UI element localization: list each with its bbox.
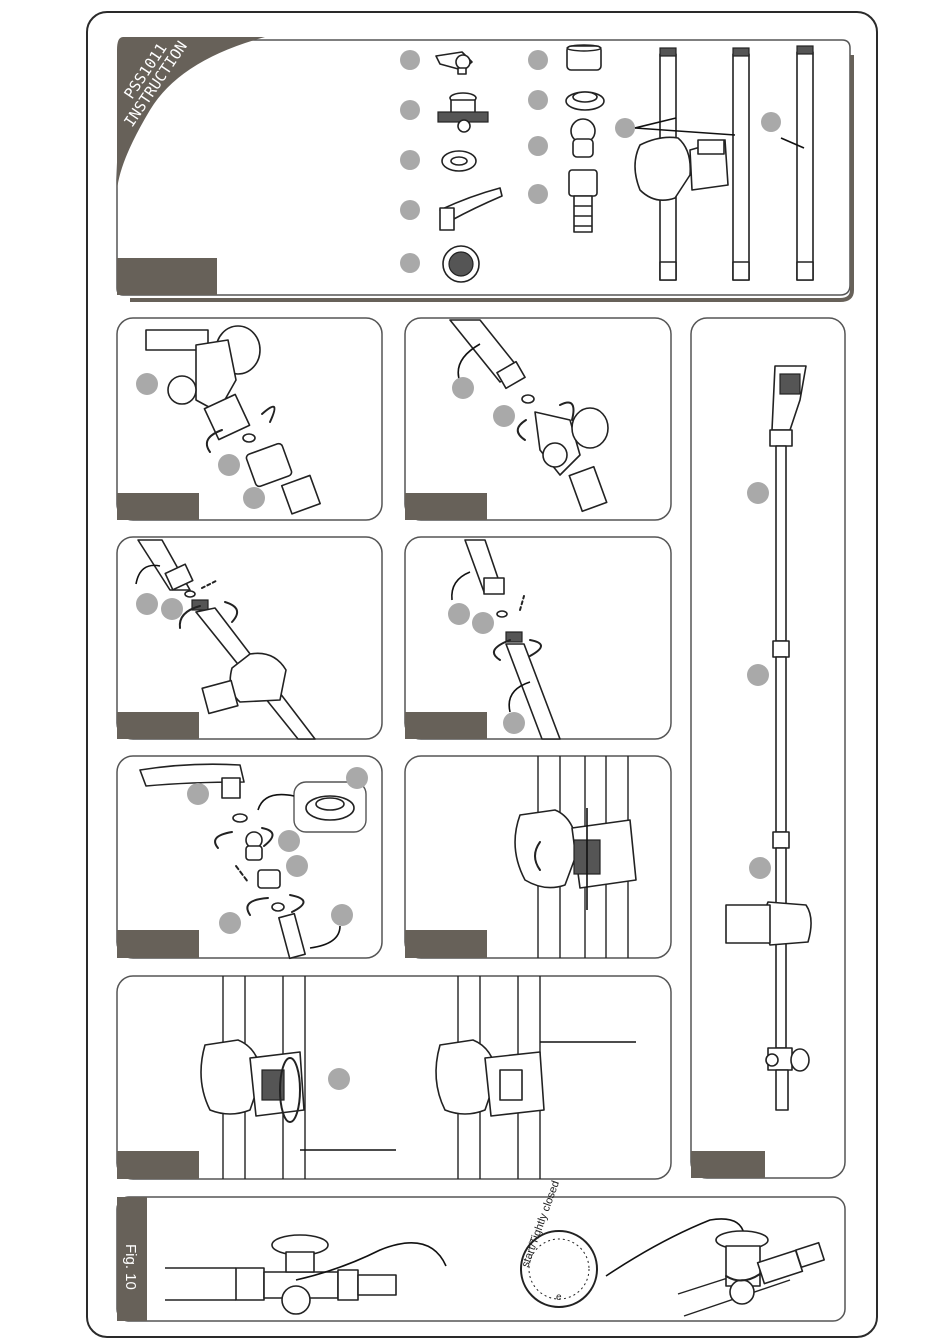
callout-dot [472,612,494,634]
part-callout [400,150,420,170]
callout-dot [243,487,265,509]
part-callout [400,100,420,120]
callout-dot [452,377,474,399]
step-panel-2 [405,318,671,520]
step-panel-7 [117,976,671,1179]
callout-dot [749,857,771,879]
part-callout [761,112,781,132]
step-panel-4 [405,537,671,739]
ball-joint-part [571,119,595,157]
callout-dot [136,593,158,615]
parts-list-panel: PSS1011 INSTRUCTION [117,37,852,300]
part-callout [400,253,420,273]
part-callout [615,118,635,138]
callout-dot [278,830,300,852]
washer-part [442,151,476,171]
step-panel-5 [117,756,382,958]
callout-dot [331,904,353,926]
step-panel-1 [117,318,382,520]
assembled-rail-panel [691,318,845,1178]
shower-face-part [443,246,479,282]
part-callout [400,200,420,220]
step-panel-6 [405,756,671,958]
figure-10-panel: Fig. 10 start/Tightly closed e [117,1179,845,1321]
panel-tab [117,258,217,295]
callout-dot [218,454,240,476]
callout-dot [187,783,209,805]
cap-part [567,45,601,70]
part-callout [528,136,548,156]
callout-dot [346,767,368,789]
part-callout [528,184,548,204]
part-callout [528,50,548,70]
callout-dot [219,912,241,934]
callout-dot [328,1068,350,1090]
step-panel-3 [117,537,382,739]
part-callout [400,50,420,70]
part-callout [528,90,548,110]
hose-connector-part [569,170,597,232]
callout-dot [286,855,308,877]
callout-dot [136,373,158,395]
dial-text-bottom: e [556,1292,562,1303]
callout-dot [448,603,470,625]
callout-dot [747,664,769,686]
callout-dot [503,712,525,734]
callout-dot [493,405,515,427]
callout-dot [161,598,183,620]
nut-washer-part [566,92,604,110]
fig-label: Fig. 10 [122,1244,139,1290]
callout-dot [747,482,769,504]
